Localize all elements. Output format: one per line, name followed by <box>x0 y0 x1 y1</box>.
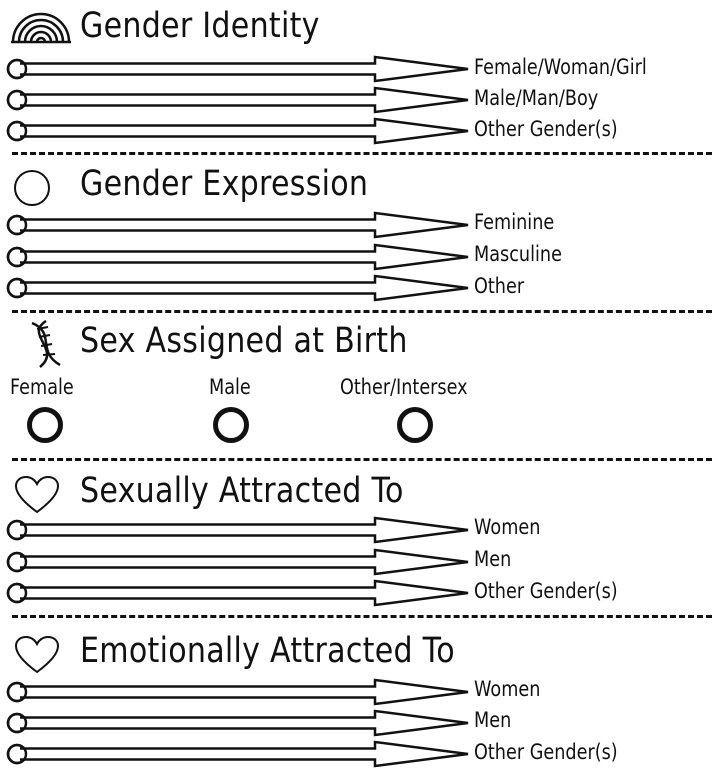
scale-arrow[interactable] <box>0 116 480 146</box>
section-divider <box>12 615 712 618</box>
scale-arrow[interactable] <box>0 210 480 240</box>
arrow-label: Other <box>474 274 525 298</box>
section-title: Gender Identity <box>80 6 320 46</box>
option-male[interactable]: Male <box>200 375 260 399</box>
option-other-intersex[interactable]: Other/Intersex <box>340 375 490 399</box>
section-divider <box>12 152 712 155</box>
arrow-label: Other Gender(s) <box>474 740 618 764</box>
option-label: Other/Intersex <box>340 375 468 399</box>
section-gender-expression: Gender Expression Feminine Masculine Oth… <box>0 160 714 310</box>
radio-other-intersex[interactable] <box>397 407 433 443</box>
option-label: Female <box>10 375 74 399</box>
radio-female[interactable] <box>27 407 63 443</box>
section-sexually-attracted: Sexually Attracted To Women Men Other Ge… <box>0 465 714 615</box>
scale-arrow[interactable] <box>0 242 480 272</box>
section-gender-identity: Gender Identity Female/Woman/Girl Male/M… <box>0 0 714 155</box>
section-title: Gender Expression <box>80 164 369 204</box>
section-title: Emotionally Attracted To <box>80 631 455 671</box>
scale-arrow[interactable] <box>0 708 480 738</box>
option-female[interactable]: Female <box>10 375 80 399</box>
arrow-label: Other Gender(s) <box>474 579 618 603</box>
arrow-label: Men <box>474 547 512 571</box>
arrow-label: Other Gender(s) <box>474 117 618 141</box>
heart-icon <box>14 475 60 514</box>
circle-icon <box>14 170 50 206</box>
arrow-label: Women <box>474 515 541 539</box>
arrow-label: Women <box>474 677 541 701</box>
scale-arrow[interactable] <box>0 677 480 707</box>
section-emotionally-attracted: Emotionally Attracted To Women Men Other… <box>0 625 714 770</box>
scale-arrow[interactable] <box>0 273 480 303</box>
rainbow-icon <box>11 12 71 44</box>
heart-icon <box>14 635 60 674</box>
scale-arrow[interactable] <box>0 547 480 577</box>
scale-arrow[interactable] <box>0 54 480 84</box>
radio-male[interactable] <box>213 407 249 443</box>
scale-arrow[interactable] <box>0 578 480 608</box>
arrow-label: Male/Man/Boy <box>474 86 599 110</box>
section-sex-assigned: Sex Assigned at Birth Female Male Other/… <box>0 315 714 455</box>
arrow-label: Female/Woman/Girl <box>474 55 647 79</box>
option-label: Male <box>209 375 251 399</box>
section-divider <box>12 310 712 313</box>
section-divider <box>12 458 712 461</box>
scale-arrow[interactable] <box>0 515 480 545</box>
section-title: Sexually Attracted To <box>80 471 404 511</box>
arrow-label: Feminine <box>474 210 555 234</box>
scale-arrow[interactable] <box>0 85 480 115</box>
scale-arrow[interactable] <box>0 739 480 769</box>
section-title: Sex Assigned at Birth <box>80 321 408 361</box>
arrow-label: Masculine <box>474 242 562 266</box>
arrow-label: Men <box>474 708 512 732</box>
dna-icon <box>31 319 61 368</box>
